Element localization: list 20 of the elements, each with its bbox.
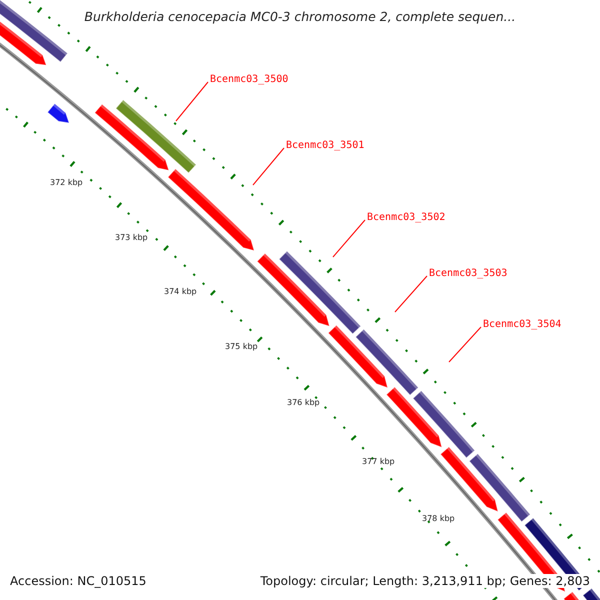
summary-text: Topology: circular; Length: 3,213,911 bp; Genes: 2,803 (258, 574, 592, 588)
leader-line (176, 82, 208, 122)
accession-text: Accession: NC_010515 (8, 574, 148, 588)
gene-label: Bcenmc03_3504 (483, 319, 562, 331)
scale-label: 376 kbp (287, 398, 320, 407)
leader-line (394, 276, 428, 312)
gene-label: Bcenmc03_3501 (286, 140, 364, 152)
scale-label: 374 kbp (164, 287, 197, 296)
gene-label: Bcenmc03_3500 (210, 74, 288, 86)
leader-line (252, 148, 284, 186)
gene-label: Bcenmc03_3502 (367, 212, 446, 224)
scale-label: 375 kbp (225, 342, 258, 351)
leader-line (332, 220, 366, 258)
scale-label: 372 kbp (50, 178, 83, 187)
scale-label: 373 kbp (115, 233, 148, 242)
gene-label: Bcenmc03_3503 (429, 268, 508, 280)
map-title: Burkholderia cenocepacia MC0-3 chromosome 2, complete sequen... (83, 9, 517, 24)
scale-label: 378 kbp (422, 514, 455, 523)
leader-line (448, 326, 482, 362)
scale-label: 377 kbp (362, 457, 395, 466)
